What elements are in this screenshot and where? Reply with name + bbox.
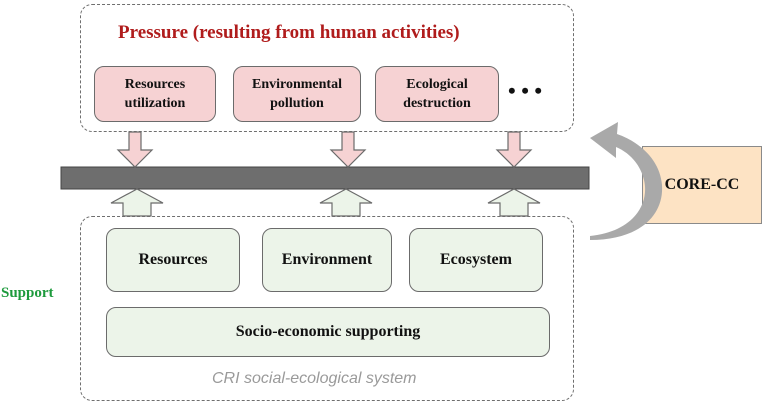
pressure-box-ecological-destruction: Ecological destruction xyxy=(375,66,499,122)
more-items-ellipsis: • • • xyxy=(508,78,543,103)
pressure-box-environmental-pollution: Environmental pollution xyxy=(233,66,361,122)
support-box-resources: Resources xyxy=(106,228,240,292)
pressure-arrow-2 xyxy=(329,131,367,168)
interaction-bar xyxy=(60,166,590,190)
pressure-arrow-1 xyxy=(116,131,154,168)
support-group xyxy=(80,216,574,401)
support-box-ecosystem: Ecosystem xyxy=(409,228,543,292)
pressure-title: Pressure (resulting from human activitie… xyxy=(118,22,460,43)
feedback-curved-arrow xyxy=(590,122,663,240)
support-label: Support xyxy=(1,285,54,301)
support-box-socio-economic: Socio-economic supporting xyxy=(106,307,550,357)
support-arrow-3 xyxy=(487,188,541,217)
pressure-box-resources-utilization: Resources utilization xyxy=(94,66,216,122)
support-arrow-1 xyxy=(110,188,164,217)
pressure-arrow-3 xyxy=(495,131,533,168)
support-arrow-2 xyxy=(319,188,373,217)
pressure-group xyxy=(80,4,574,132)
system-label: CRI social-ecological system xyxy=(212,370,417,387)
support-box-environment: Environment xyxy=(262,228,392,292)
